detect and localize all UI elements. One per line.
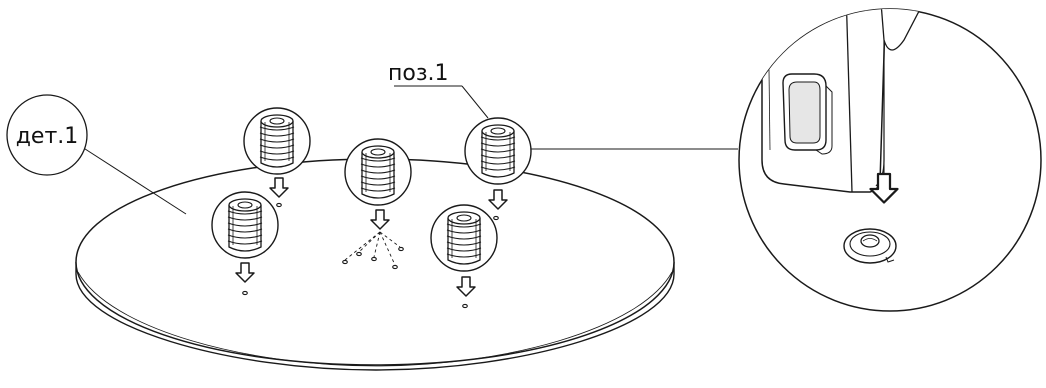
center-holes (342, 231, 404, 270)
threaded-insert-icon (480, 124, 516, 178)
part-callout: дет.1 (6, 94, 88, 176)
insert-group-5 (430, 204, 498, 309)
socket-hole-icon (493, 215, 499, 221)
threaded-insert-icon (446, 211, 482, 265)
socket-hole-icon (398, 246, 404, 252)
threaded-insert-icon (360, 145, 396, 199)
socket-hole-icon (462, 303, 468, 309)
insert-group-1 (243, 107, 311, 208)
insert-group-4 (464, 117, 532, 221)
socket-hole-icon (356, 251, 362, 257)
insert-group-3 (342, 138, 412, 270)
socket-hole-icon (342, 259, 348, 265)
threaded-insert-icon (259, 114, 295, 168)
socket-hole-icon (242, 290, 248, 296)
socket-hole-icon (371, 256, 377, 262)
threaded-socket (843, 228, 897, 264)
socket-hole-icon (392, 264, 398, 270)
part-label: дет.1 (16, 124, 79, 149)
insert-group-2 (211, 191, 279, 296)
leader-lines (81, 85, 738, 215)
position-label: поз.1 (388, 61, 449, 86)
threaded-insert-icon (227, 198, 263, 252)
socket-hole-icon (276, 202, 282, 208)
detail-view (738, 8, 1042, 312)
